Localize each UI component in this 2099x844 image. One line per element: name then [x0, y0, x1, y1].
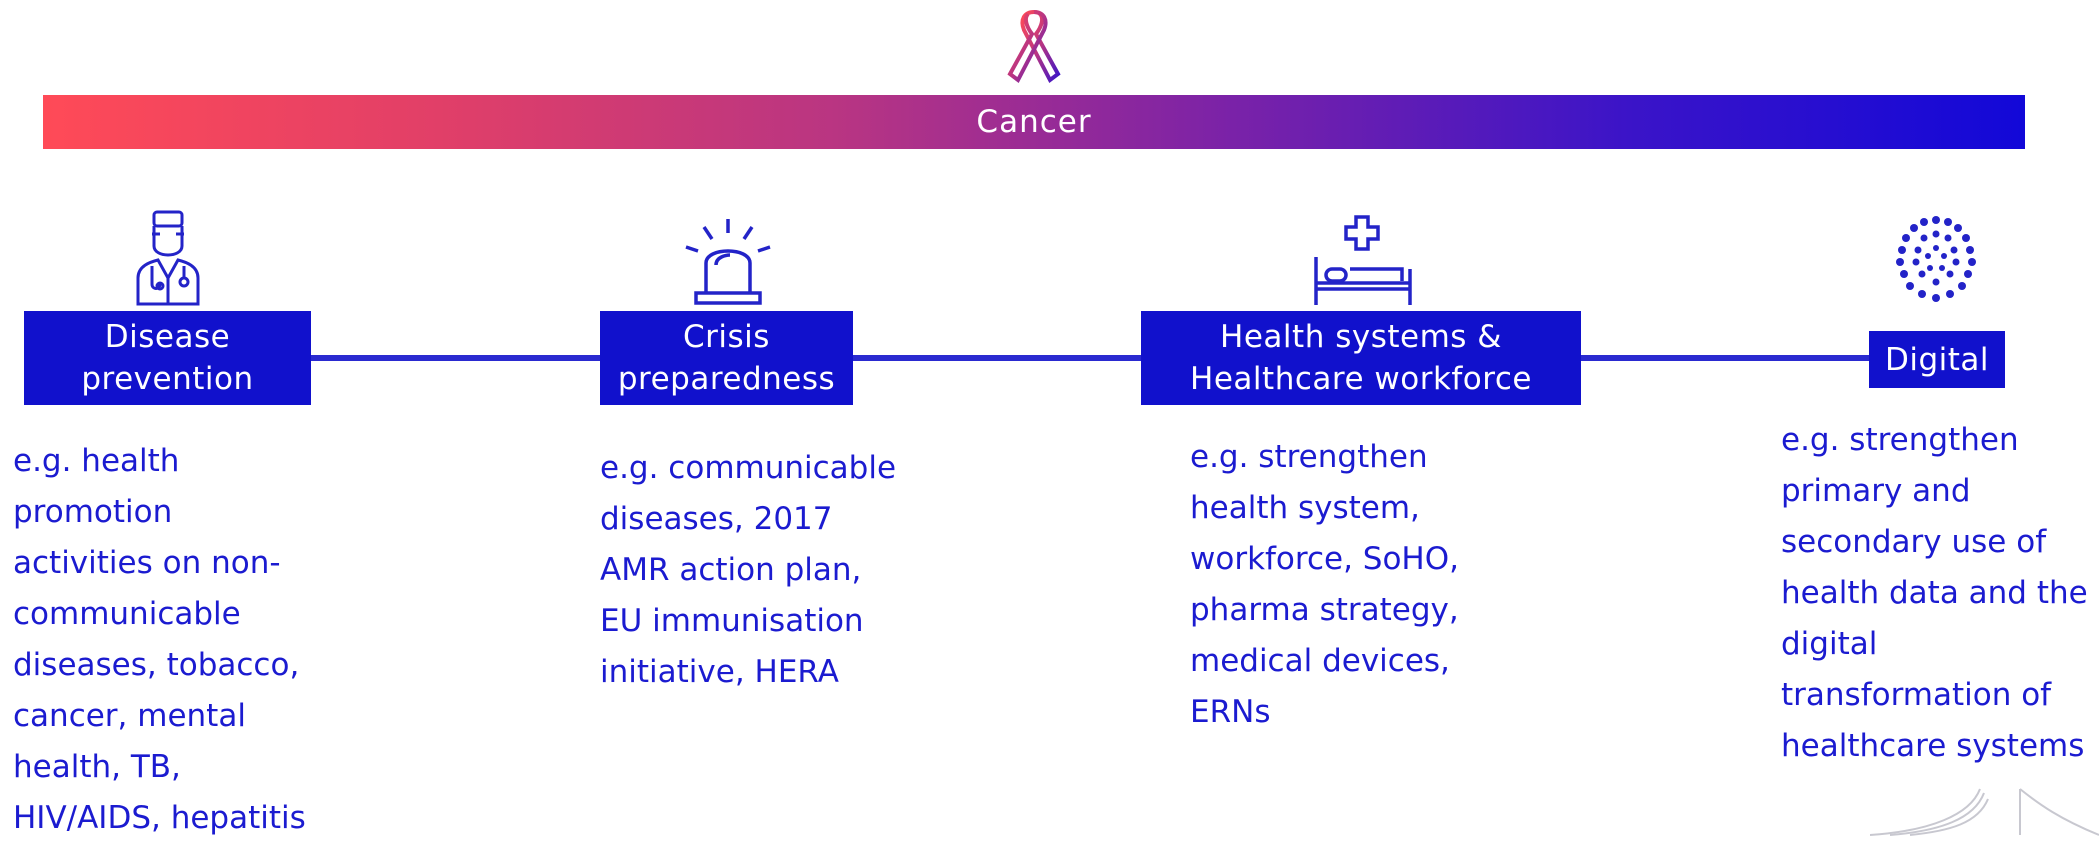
cancer-label: Cancer [976, 104, 1092, 140]
description-disease-prevention: e.g. health promotion activities on non-… [13, 443, 306, 836]
description-health-systems: e.g. strengthen health system, workforce… [1190, 439, 1459, 730]
decorative-corner-mark [1870, 788, 2099, 836]
connector-line [160, 355, 2000, 361]
digital-dots-icon [1896, 216, 1976, 302]
category-crisis-preparedness: Crisis preparedness [600, 311, 853, 405]
cancer-banner: Cancer [43, 95, 2025, 149]
category-label: Digital [1884, 341, 1990, 378]
alarm-siren-icon [685, 219, 771, 305]
doctor-icon [136, 210, 200, 306]
category-health-systems: Health systems & Healthcare workforce [1141, 311, 1581, 405]
cancer-ribbon-icon [1007, 9, 1061, 84]
hospital-bed-icon [1314, 215, 1412, 305]
description-crisis-preparedness: e.g. communicable diseases, 2017 AMR act… [600, 450, 897, 690]
category-label: Crisis preparedness [617, 319, 836, 397]
category-label: Disease prevention [81, 319, 254, 397]
description-digital: e.g. strengthen primary and secondary us… [1781, 422, 2088, 764]
category-disease-prevention: Disease prevention [24, 311, 311, 405]
category-digital: Digital [1869, 331, 2005, 388]
category-label: Health systems & Healthcare workforce [1190, 319, 1532, 397]
